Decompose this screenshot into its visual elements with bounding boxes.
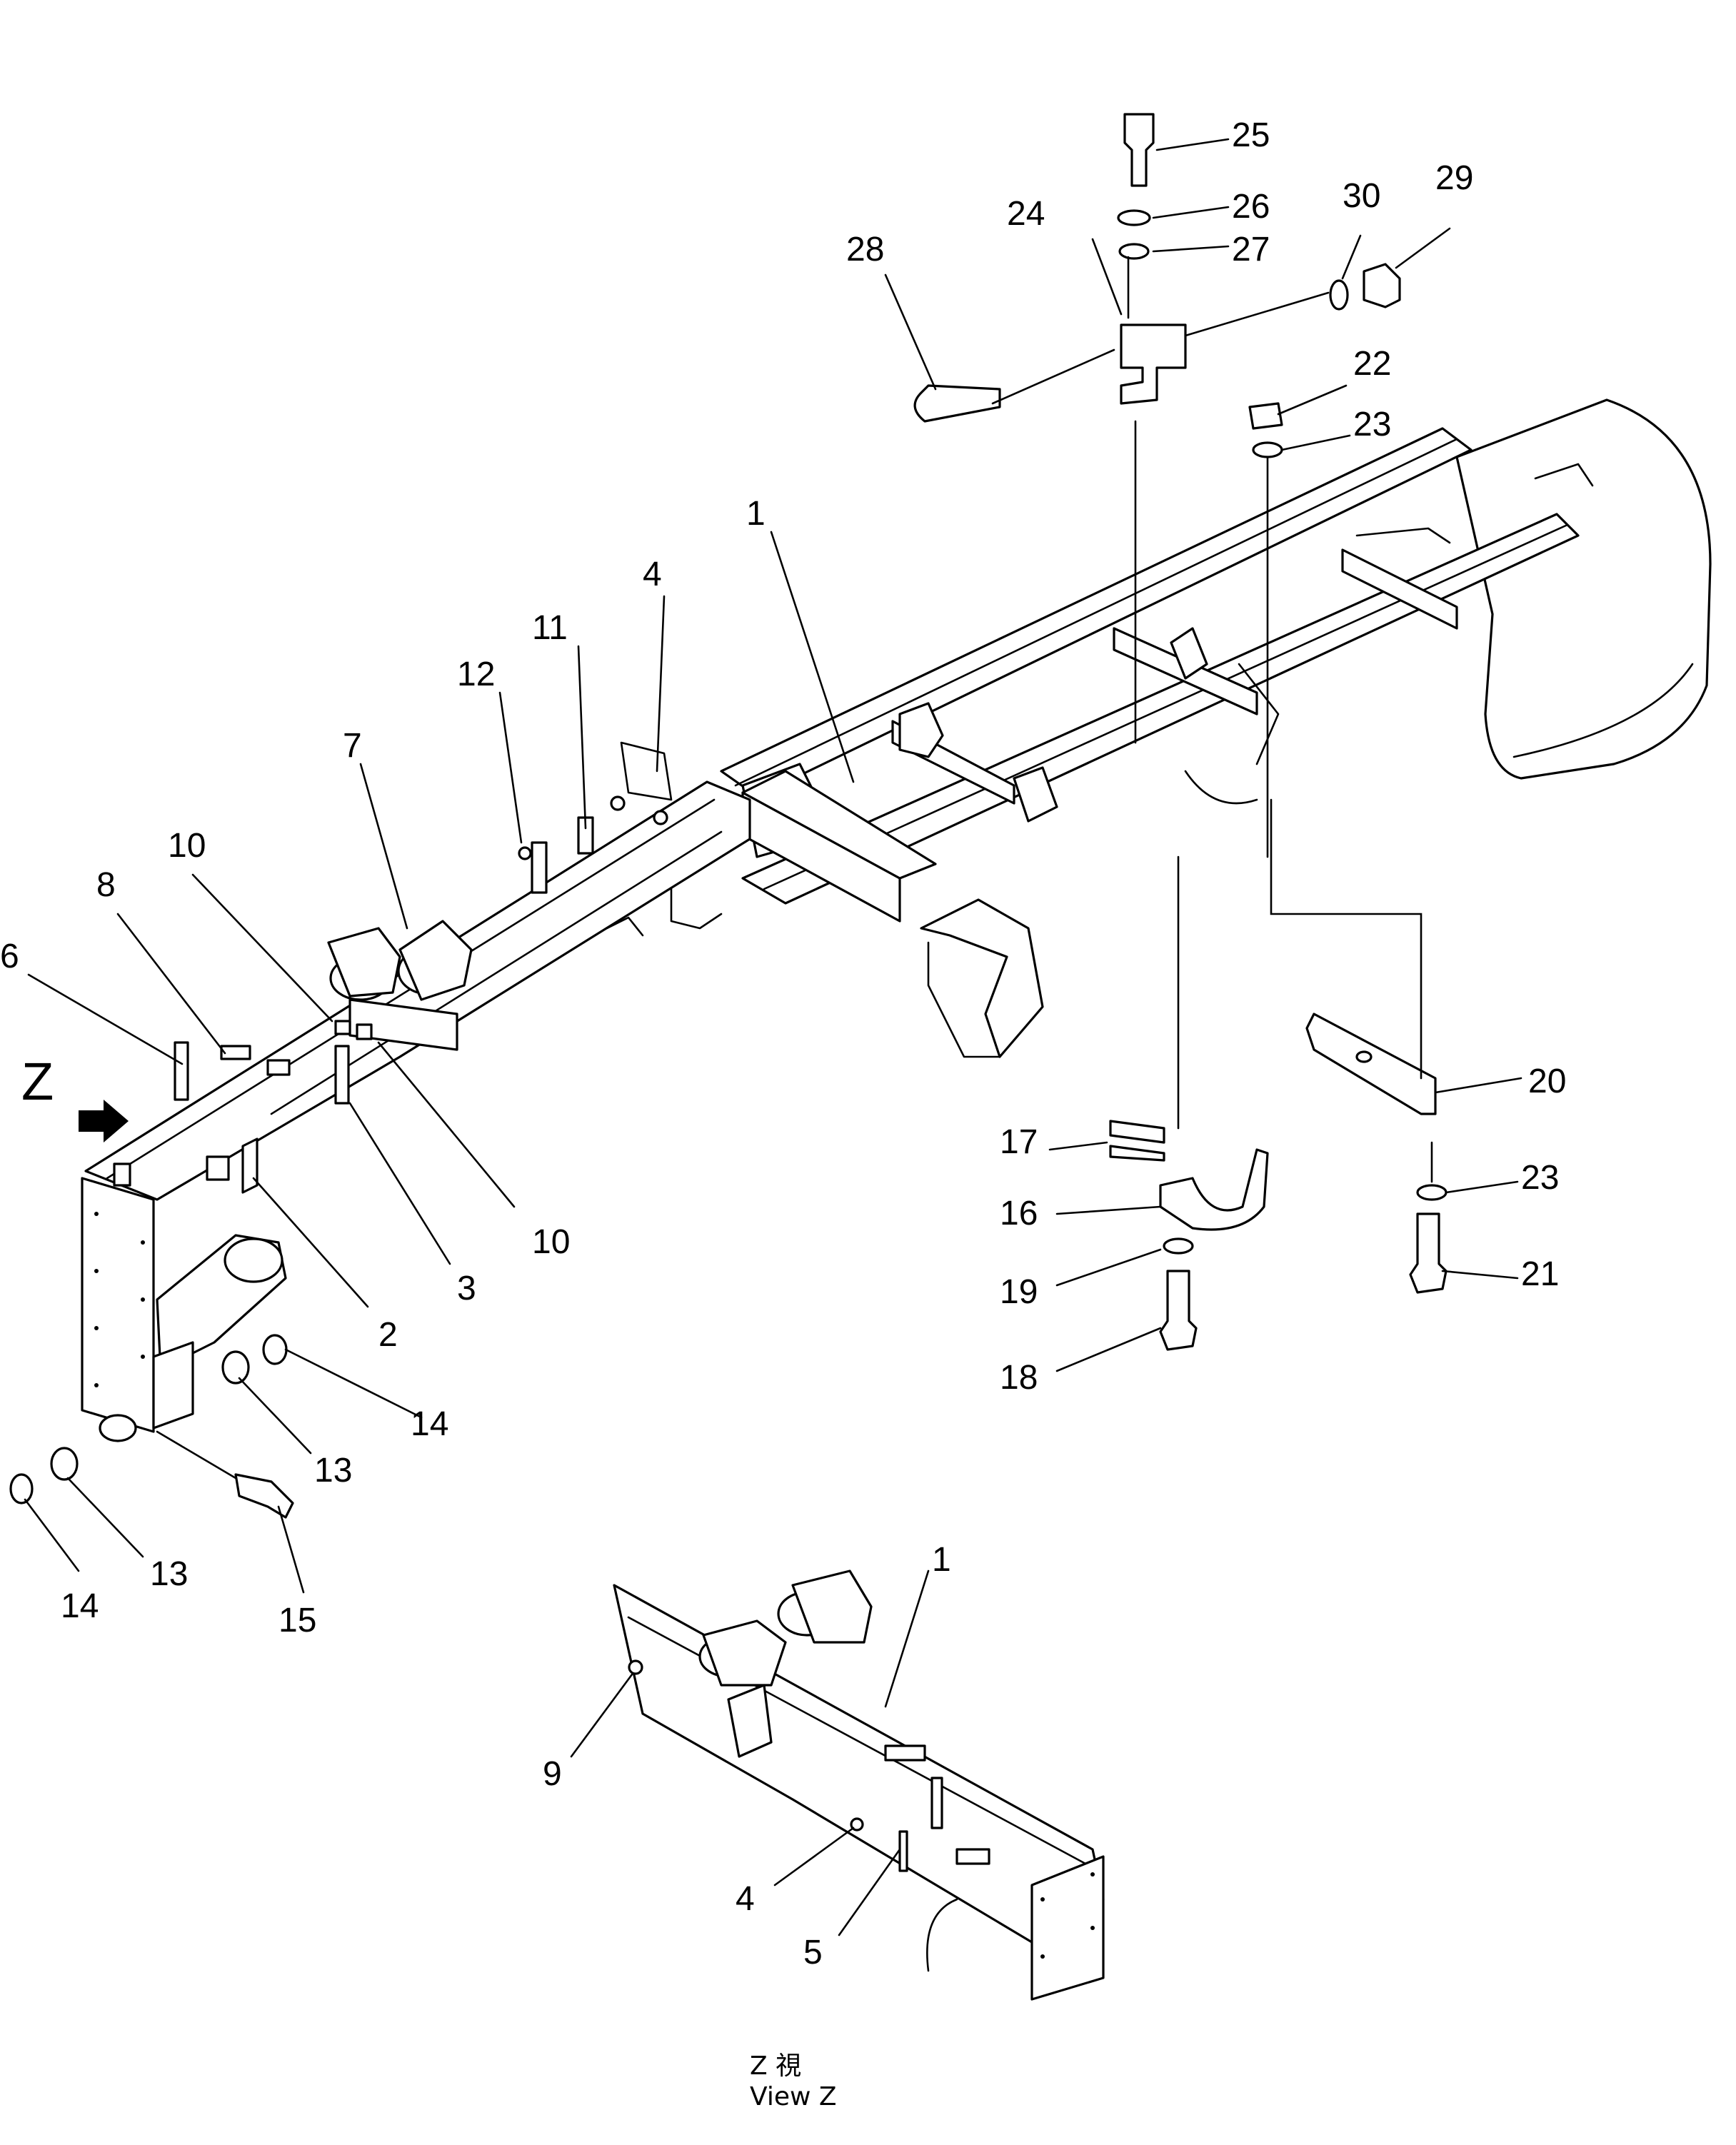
callout-10-bottom: 10 [532, 1223, 570, 1261]
oring-14-left [9, 1473, 34, 1504]
shim-17b [1109, 1145, 1165, 1162]
cap-16 [1159, 1148, 1269, 1231]
callout-12: 12 [457, 655, 495, 693]
callout-29: 29 [1435, 159, 1473, 197]
callout-21: 21 [1521, 1255, 1559, 1293]
callout-10-top: 10 [168, 827, 206, 865]
washer-27 [1118, 243, 1150, 260]
oring-14-right [262, 1334, 288, 1365]
callout-6: 6 [0, 938, 19, 975]
callout-17: 17 [1000, 1123, 1038, 1161]
callout-24: 24 [1007, 195, 1045, 233]
callout-27: 27 [1232, 231, 1270, 268]
washer-30 [1329, 279, 1349, 311]
fitting-15 [234, 1473, 294, 1519]
main-frame [81, 398, 1712, 1433]
view-z-arrow: Z [21, 1052, 129, 1142]
callout-8: 8 [96, 866, 116, 904]
callouts: 25 26 27 24 28 30 29 22 23 1 4 11 12 7 1… [0, 116, 1566, 1971]
nut-29 [1363, 263, 1401, 308]
view-arrow-icon [79, 1100, 129, 1142]
bolt-21 [1409, 1212, 1447, 1294]
callout-7: 7 [343, 727, 362, 765]
callout-28: 28 [846, 231, 884, 268]
callout-14-right: 14 [411, 1405, 448, 1443]
callout-26: 26 [1232, 188, 1270, 226]
callout-5: 5 [803, 1934, 823, 1971]
callout-3: 3 [457, 1270, 476, 1307]
washer-13-left [50, 1447, 79, 1481]
callout-1: 1 [746, 495, 766, 533]
callout-9: 9 [543, 1755, 562, 1793]
callout-4-top: 4 [643, 556, 662, 593]
callout-2: 2 [378, 1316, 398, 1354]
washer-23-top [1252, 441, 1283, 458]
callout-13-right: 13 [314, 1452, 352, 1490]
washer-19 [1163, 1237, 1194, 1255]
washer-13-right [221, 1350, 250, 1385]
callout-20: 20 [1528, 1063, 1566, 1100]
bolt-18 [1159, 1270, 1198, 1351]
callout-1-inset: 1 [932, 1541, 951, 1579]
callout-22: 22 [1353, 345, 1391, 383]
shim-17a [1109, 1120, 1165, 1144]
bracket-24 [1120, 323, 1187, 405]
callout-11: 11 [532, 609, 568, 647]
bolt-25 [1123, 113, 1155, 187]
callout-30: 30 [1343, 177, 1380, 215]
callout-14-left: 14 [61, 1587, 99, 1625]
callout-16: 16 [1000, 1195, 1038, 1232]
exploded-parts [9, 113, 1447, 1519]
callout-23-bottom: 23 [1521, 1159, 1559, 1197]
callout-19: 19 [1000, 1273, 1038, 1311]
washer-26 [1117, 209, 1151, 226]
washer-23-bottom [1416, 1184, 1447, 1201]
callout-23-top: 23 [1353, 406, 1391, 443]
caption-en: View Z [750, 2082, 837, 2111]
nut-22 [1248, 402, 1283, 430]
callout-25: 25 [1232, 116, 1270, 154]
callout-18: 18 [1000, 1359, 1038, 1397]
bracket-20 [1305, 1013, 1437, 1115]
view-arrow-label: Z [21, 1052, 54, 1111]
callout-4-inset: 4 [736, 1880, 755, 1918]
clamp-28 [913, 384, 1001, 423]
caption: Z 視 View Z [750, 2051, 837, 2111]
view-z-inset [613, 1569, 1105, 2001]
leader-lines [24, 138, 1522, 1936]
callout-13-left: 13 [150, 1555, 188, 1593]
callout-15: 15 [279, 1602, 316, 1639]
caption-jp: Z 視 [750, 2051, 801, 2081]
